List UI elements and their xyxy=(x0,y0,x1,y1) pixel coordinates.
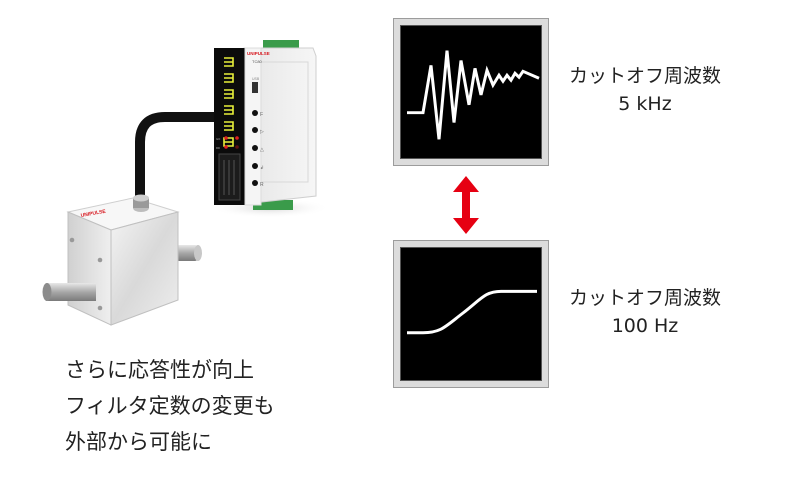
waveform-screen xyxy=(400,25,542,159)
description-line: フィルタ定数の変更も xyxy=(65,394,275,418)
feature-description: さらに応答性が向上 フィルタ定数の変更も 外部から可能に xyxy=(65,352,275,460)
cutoff-value: 5 kHz xyxy=(618,93,672,115)
status-leds: GO RD xyxy=(216,136,239,150)
description-line: さらに応答性が向上 xyxy=(65,358,254,382)
waveform-screen xyxy=(400,247,542,381)
svg-text:USB: USB xyxy=(252,77,260,81)
indicator-buttons: F ▷ △ ↲ R xyxy=(252,110,264,188)
terminal-block-top xyxy=(263,40,299,50)
smooth-waveform-icon xyxy=(407,289,537,335)
description-line: 外部から可能に xyxy=(65,430,212,454)
device-illustration: UNIPULSE TC80 USB F ▷ △ ↲ R GO RD xyxy=(0,0,360,340)
cable xyxy=(135,112,214,198)
cutoff-title: カットオフ周波数 xyxy=(568,287,721,309)
svg-text:▷: ▷ xyxy=(260,129,264,135)
svg-text:△: △ xyxy=(260,147,264,153)
cutoff-label-5khz: カットオフ周波数 5 kHz xyxy=(556,62,734,118)
waveform-panel-5khz xyxy=(393,18,549,166)
cutoff-value: 100 Hz xyxy=(611,315,679,337)
cutoff-label-100hz: カットオフ周波数 100 Hz xyxy=(556,284,734,340)
double-arrow-icon xyxy=(451,176,481,234)
svg-text:F: F xyxy=(260,112,263,118)
svg-text:UNIPULSE: UNIPULSE xyxy=(80,209,107,219)
terminal-block-bottom xyxy=(253,200,293,210)
svg-text:↲: ↲ xyxy=(260,165,264,171)
usb-port xyxy=(252,82,258,93)
torque-sensor: UNIPULSE xyxy=(42,194,202,326)
cutoff-title: カットオフ周波数 xyxy=(568,65,721,87)
noisy-waveform-icon xyxy=(407,50,540,140)
svg-text:GO: GO xyxy=(216,137,221,141)
svg-text:TC80: TC80 xyxy=(252,59,263,64)
seven-segment-display xyxy=(223,57,234,147)
device-drawing: UNIPULSE TC80 USB F ▷ △ ↲ R GO RD xyxy=(42,40,330,326)
svg-text:R: R xyxy=(260,182,264,188)
waveform-panel-100hz xyxy=(393,240,549,388)
svg-text:RD: RD xyxy=(216,146,220,150)
svg-text:UNIPULSE: UNIPULSE xyxy=(247,51,270,56)
